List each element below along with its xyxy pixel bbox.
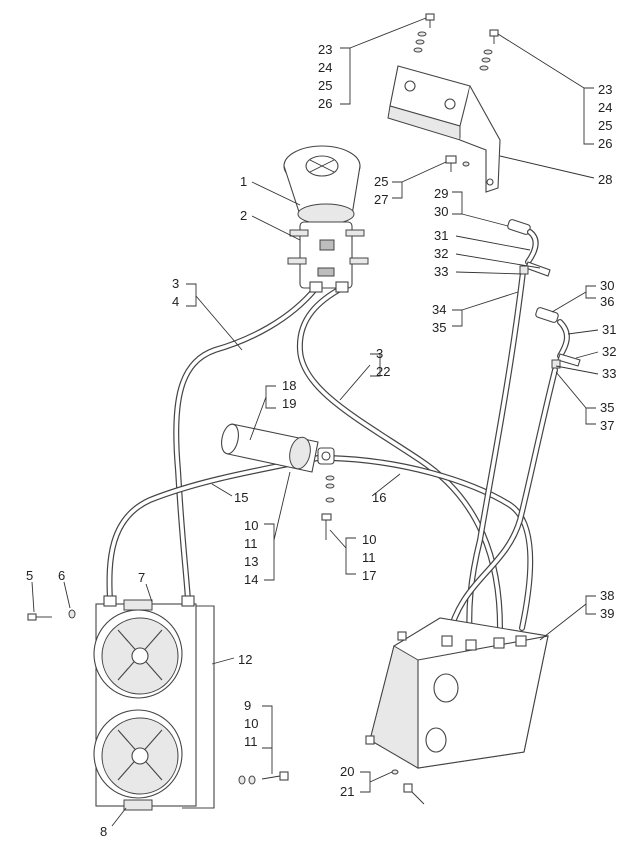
callout-9: 9 bbox=[244, 698, 251, 713]
callout-39: 39 bbox=[600, 606, 614, 621]
hoses bbox=[106, 269, 558, 643]
callout-36: 36 bbox=[600, 294, 614, 309]
callout-31: 31 bbox=[434, 228, 448, 243]
callout-25: 25 bbox=[598, 118, 612, 133]
callout-24: 24 bbox=[318, 60, 332, 75]
callout-11: 11 bbox=[244, 536, 258, 551]
fittings-upper bbox=[507, 219, 551, 277]
callout-26: 26 bbox=[318, 96, 332, 111]
callout-13: 13 bbox=[244, 554, 258, 569]
condenser-assembly bbox=[93, 595, 215, 811]
drier-18-19 bbox=[221, 423, 335, 540]
callout-30: 30 bbox=[600, 278, 614, 293]
callout-6: 6 bbox=[58, 568, 65, 583]
callout-33: 33 bbox=[602, 366, 616, 381]
callout-7: 7 bbox=[138, 570, 145, 585]
leader-lines bbox=[31, 17, 599, 827]
callout-29: 29 bbox=[434, 186, 448, 201]
callout-38: 38 bbox=[600, 588, 614, 603]
callout-4: 4 bbox=[172, 294, 179, 309]
callout-12: 12 bbox=[238, 652, 252, 667]
callout-10: 10 bbox=[362, 532, 376, 547]
callout-23: 23 bbox=[318, 42, 332, 57]
callout-18: 18 bbox=[282, 378, 296, 393]
callout-16: 16 bbox=[372, 490, 386, 505]
callout-1: 1 bbox=[240, 174, 247, 189]
bracket-28 bbox=[387, 13, 501, 193]
callout-21: 21 bbox=[340, 784, 354, 799]
callout-25: 25 bbox=[318, 78, 332, 93]
callout-3: 3 bbox=[172, 276, 179, 291]
callout-24: 24 bbox=[598, 100, 612, 115]
callout-32: 32 bbox=[602, 344, 616, 359]
callout-26: 26 bbox=[598, 136, 612, 151]
callout-10: 10 bbox=[244, 716, 258, 731]
callout-34: 34 bbox=[432, 302, 446, 317]
fittings-lower bbox=[535, 307, 581, 369]
callout-14: 14 bbox=[244, 572, 258, 587]
callout-3: 3 bbox=[376, 346, 383, 361]
callout-5: 5 bbox=[26, 568, 33, 583]
hardware-9-10-11 bbox=[238, 771, 289, 785]
callout-28: 28 bbox=[598, 172, 612, 187]
callout-23: 23 bbox=[598, 82, 612, 97]
callout-10: 10 bbox=[244, 518, 258, 533]
hardware-20-21 bbox=[391, 769, 425, 805]
callout-2: 2 bbox=[240, 208, 247, 223]
evaporator-box bbox=[365, 617, 549, 769]
callout-33: 33 bbox=[434, 264, 448, 279]
hardware-5-6 bbox=[27, 609, 76, 621]
callout-11: 11 bbox=[362, 550, 376, 565]
callout-17: 17 bbox=[362, 568, 376, 583]
callout-35: 35 bbox=[600, 400, 614, 415]
callout-37: 37 bbox=[600, 418, 614, 433]
callout-32: 32 bbox=[434, 246, 448, 261]
callout-15: 15 bbox=[234, 490, 248, 505]
callout-20: 20 bbox=[340, 764, 354, 779]
callout-25: 25 bbox=[374, 174, 388, 189]
callout-30: 30 bbox=[434, 204, 448, 219]
callout-8: 8 bbox=[100, 824, 107, 839]
callout-31: 31 bbox=[602, 322, 616, 337]
callout-27: 27 bbox=[374, 192, 388, 207]
callout-22: 22 bbox=[376, 364, 390, 379]
receiver-assembly bbox=[283, 145, 369, 293]
callout-labels: 1 2 3 4 3 22 18 19 15 16 10 11 13 14 10 … bbox=[26, 42, 616, 839]
callout-35: 35 bbox=[432, 320, 446, 335]
callout-19: 19 bbox=[282, 396, 296, 411]
callout-11: 11 bbox=[244, 734, 258, 749]
